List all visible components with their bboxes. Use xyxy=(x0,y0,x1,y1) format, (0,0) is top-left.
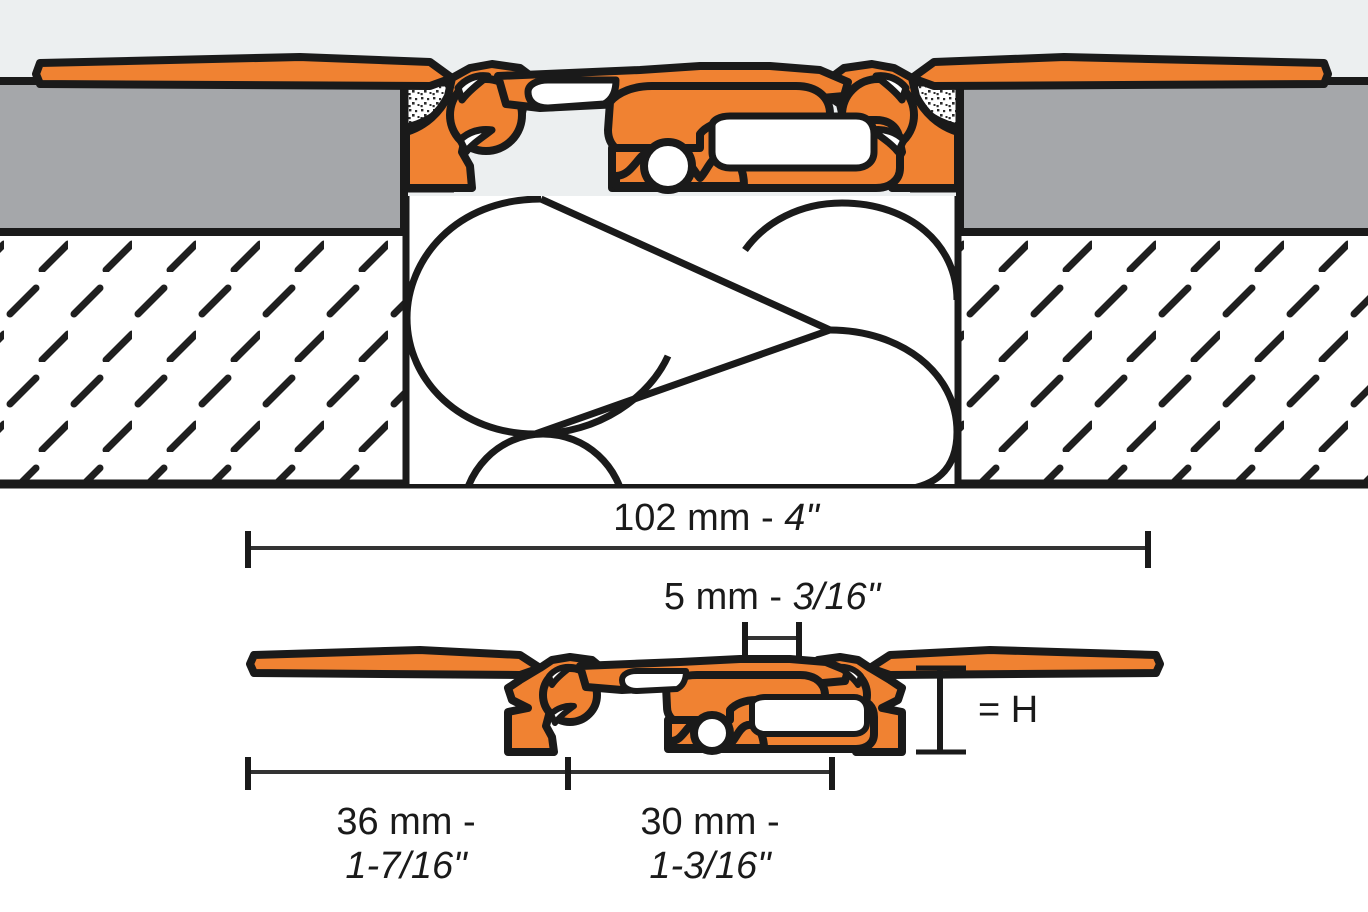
expansion-joint-cavity xyxy=(402,196,962,486)
left-flange-label-metric: 36 mm - xyxy=(336,801,475,843)
profile-hinge-relief-cuts-lower xyxy=(546,663,870,737)
profile-left-cover-leg-lower xyxy=(246,646,544,679)
profile-ball-detent-lower xyxy=(690,711,734,755)
height-dimension: = H xyxy=(916,665,1038,755)
joint-gap-dimension: 5 mm - 3/16" xyxy=(664,576,882,656)
profile-right-cover-leg-lower xyxy=(866,646,1164,679)
height-label: = H xyxy=(978,689,1038,731)
right-section-dimension: 30 mm - 1-3/16" xyxy=(640,801,779,887)
left-flange-label-imperial: 1-7/16" xyxy=(345,845,468,887)
overall-width-dimension: 102 mm - 4" xyxy=(245,497,1151,568)
profile-ball-detent xyxy=(640,138,696,194)
right-section-label-imperial: 1-3/16" xyxy=(649,845,772,887)
concrete-substrate-right xyxy=(958,232,1368,484)
ceramic-tile-left xyxy=(0,77,408,236)
installed-section-view xyxy=(0,53,1368,489)
profile-left-cover-leg xyxy=(32,53,456,90)
ceramic-tile-right xyxy=(956,77,1368,236)
overall-width-label: 102 mm - 4" xyxy=(613,497,820,539)
left-flange-dimension: 36 mm - 1-7/16" xyxy=(336,801,475,887)
joint-gap-label: 5 mm - 3/16" xyxy=(664,576,882,618)
bottom-dimension-line xyxy=(245,757,835,790)
profile-right-cover-leg xyxy=(908,53,1332,90)
concrete-substrate-left xyxy=(0,232,406,484)
profile-hinge-relief-cuts-upper xyxy=(454,72,910,172)
right-section-label-metric: 30 mm - xyxy=(640,801,779,843)
